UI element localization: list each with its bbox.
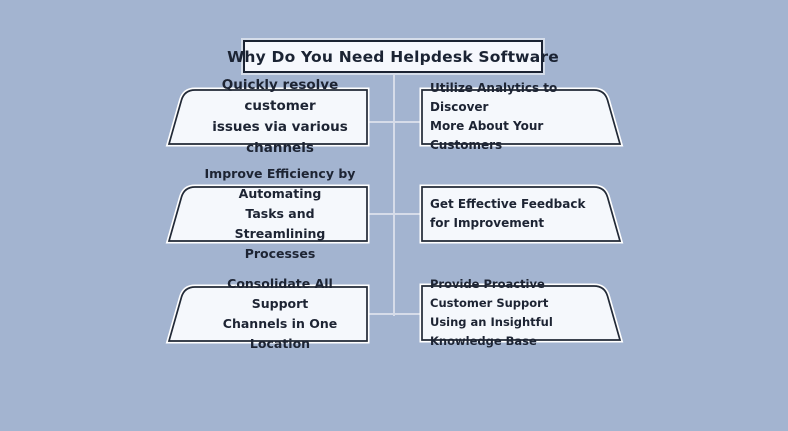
connector-row2 (367, 213, 423, 215)
node-label: Consolidate All Support Channels in One … (222, 276, 338, 351)
diagram-title: Why Do You Need Helpdesk Software (227, 47, 559, 66)
node-improve-efficiency: Improve Efficiency by Automating Tasks a… (165, 166, 370, 261)
connector-row1 (367, 121, 423, 123)
node-shape-left (165, 284, 370, 344)
node-label: Improve Efficiency by Automating Tasks a… (204, 166, 356, 261)
node-label: Utilize Analytics to Discover More About… (430, 81, 558, 152)
node-quick-resolve: Quickly resolve customer issues via vari… (165, 77, 370, 156)
node-shape-right (419, 283, 624, 343)
diagram-title-box: Why Do You Need Helpdesk Software (227, 40, 559, 73)
node-shape-left (165, 87, 370, 147)
connector-row3 (367, 313, 423, 315)
node-shape-right (419, 184, 624, 244)
node-utilize-analytics: Utilize Analytics to Discover More About… (419, 81, 624, 152)
node-label: Quickly resolve customer issues via vari… (212, 77, 348, 156)
node-proactive-support: Provide Proactive Customer Support Using… (419, 277, 624, 348)
node-shape-right (419, 87, 624, 147)
node-effective-feedback: Get Effective Feedback for Improvement (419, 184, 624, 244)
node-label: Get Effective Feedback for Improvement (430, 197, 586, 230)
node-consolidate-channels: Consolidate All Support Channels in One … (165, 276, 370, 351)
node-label: Provide Proactive Customer Support Using… (430, 277, 553, 348)
connector-vertical-spine (393, 73, 395, 316)
node-shape-left (165, 184, 370, 244)
